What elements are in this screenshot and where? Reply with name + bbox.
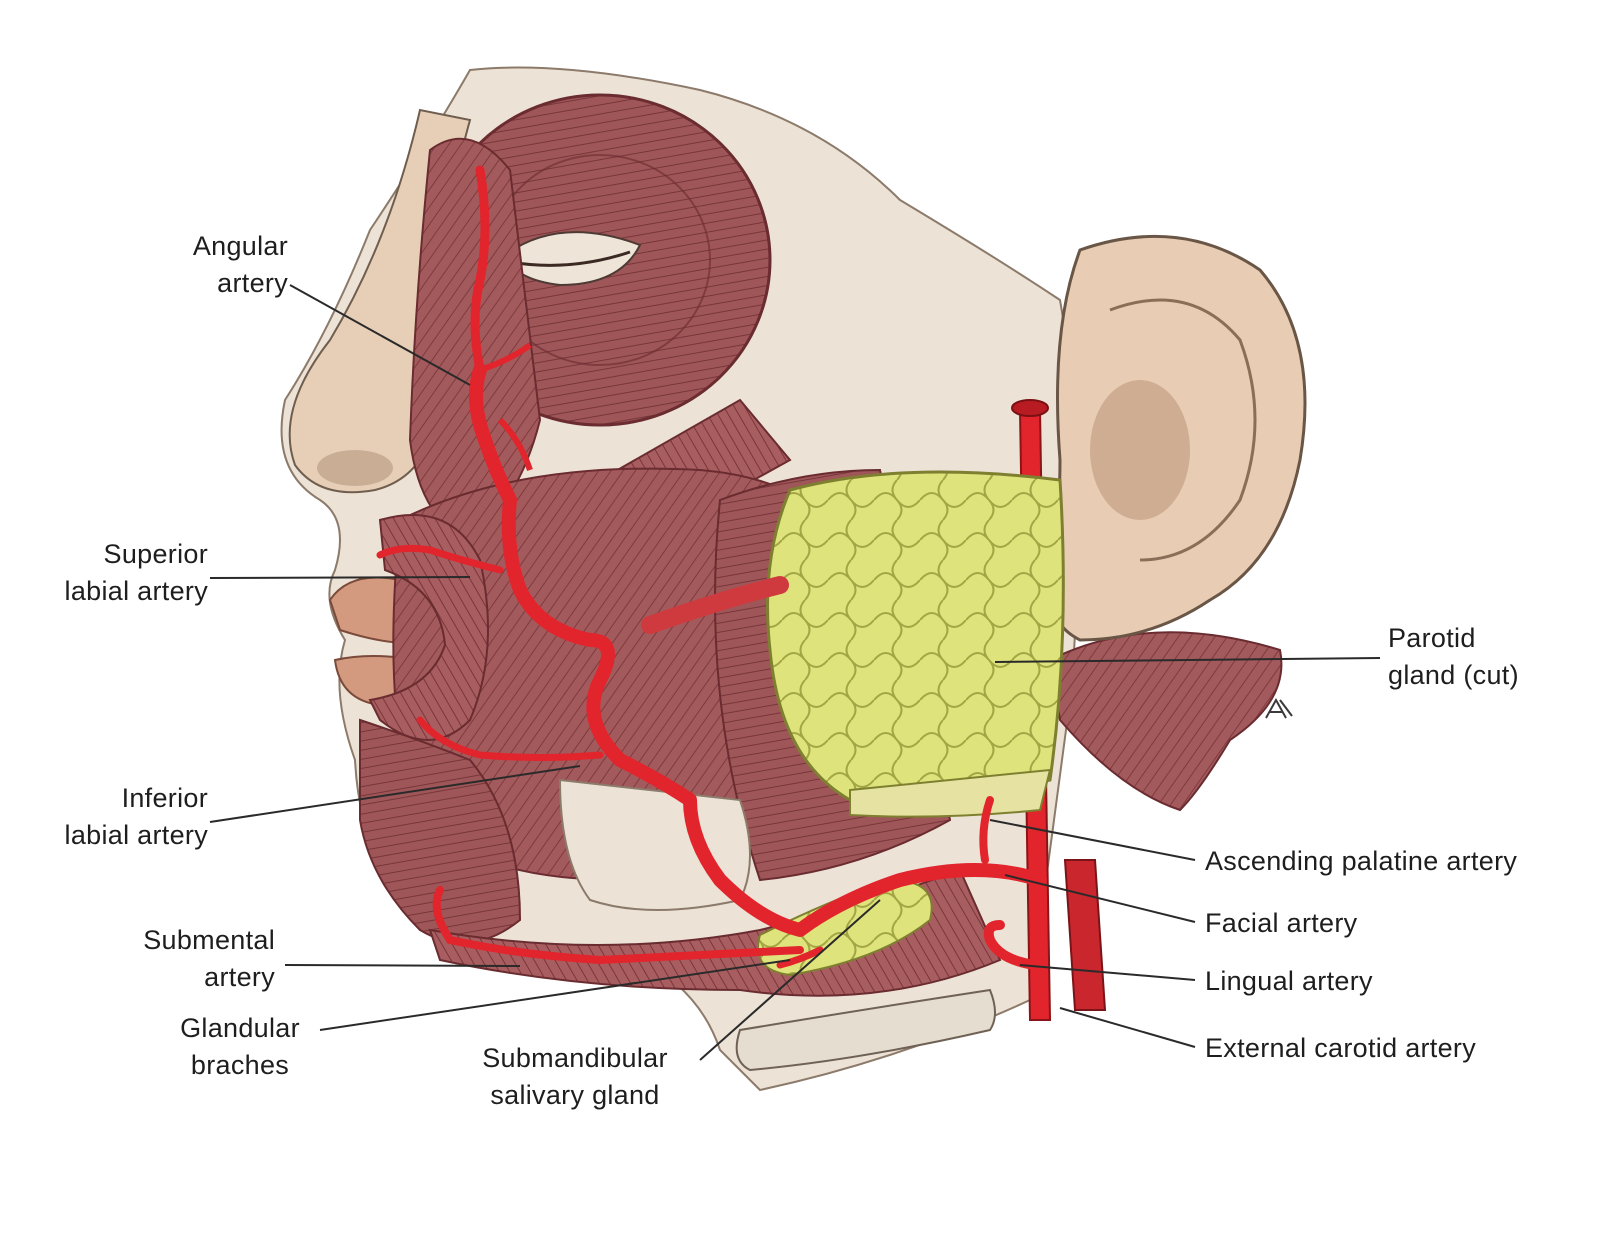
internal-jugular — [1063, 859, 1107, 1011]
leader-parotid — [994, 657, 1381, 663]
inferior-labial-path — [416, 716, 604, 761]
label-lingual-artery: Lingual artery — [1205, 966, 1373, 996]
hyoid-bone — [735, 988, 996, 1072]
label-superior-labial-artery: Superior labial artery — [64, 539, 208, 606]
chin-muscles — [359, 718, 522, 944]
leader-external-carotid — [1059, 1007, 1196, 1048]
label-glandular-branches: Glandular braches — [180, 1013, 300, 1080]
label-angular-artery: Angular artery — [192, 231, 288, 298]
lingual-path — [983, 920, 1040, 970]
leader-ascending-palatine — [989, 819, 1196, 861]
leader-facial — [1004, 874, 1196, 923]
label-inferior-labial-artery: Inferior labial artery — [64, 783, 208, 850]
leader-angular — [289, 284, 471, 386]
leader-lingual — [1019, 964, 1196, 981]
label-submandibular-gland: Submandibular salivary gland — [482, 1043, 668, 1110]
label-parotid-gland: Parotid gland (cut) — [1388, 623, 1519, 690]
ascending-palatine-path — [979, 796, 994, 864]
leader-inferior-labial — [209, 765, 581, 823]
label-ascending-palatine-artery: Ascending palatine artery — [1205, 846, 1518, 876]
orbicularis-oris — [368, 514, 489, 741]
transverse-facial-artery — [641, 576, 789, 634]
label-external-carotid-artery: External carotid artery — [1205, 1033, 1477, 1063]
glandular-branches-path — [776, 946, 824, 969]
leader-glandular — [319, 959, 791, 1031]
artist-monogram — [1265, 697, 1293, 719]
sternocleidomastoid — [1048, 631, 1283, 812]
label-facial-artery: Facial artery — [1205, 908, 1358, 938]
submental-path — [432, 886, 804, 965]
leader-superior-labial — [209, 576, 471, 579]
angular-artery-path — [470, 165, 490, 375]
leader-submental — [284, 964, 521, 967]
closed-eye — [503, 231, 642, 287]
facial-artery-path — [469, 363, 1047, 937]
leader-submandibular — [699, 899, 881, 1061]
superior-labial-path — [376, 544, 504, 574]
label-submental-artery: Submental artery — [143, 925, 275, 992]
parotid-gland — [766, 470, 1065, 802]
leader-lines — [209, 284, 1381, 1061]
